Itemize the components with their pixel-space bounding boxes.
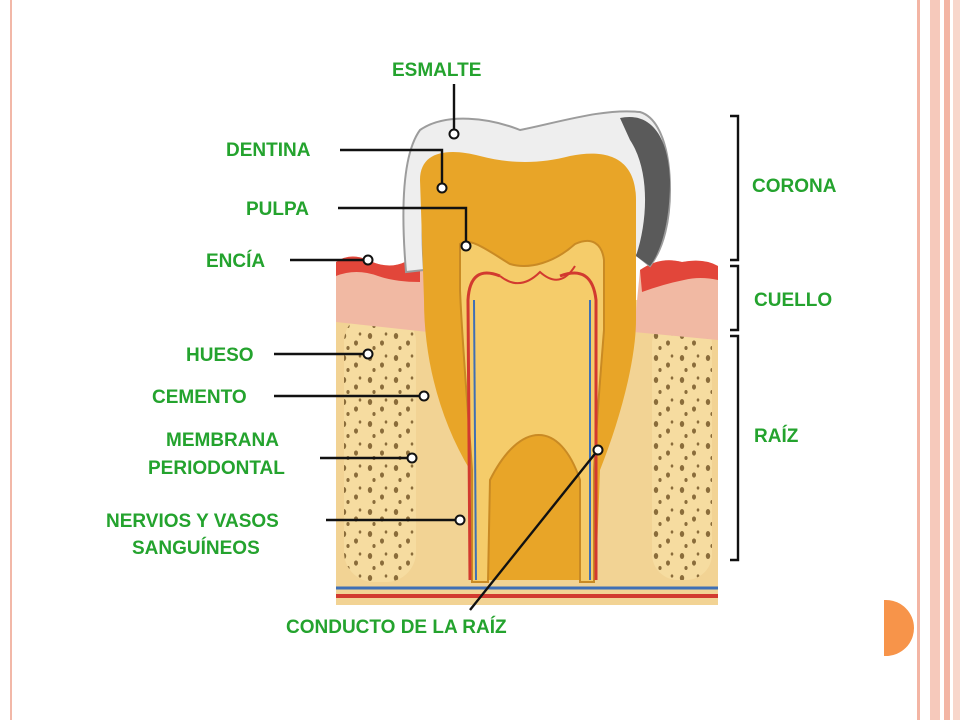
gum xyxy=(336,256,718,340)
label-membrana-line1: MEMBRANA xyxy=(166,430,279,451)
label-nervios-line2: SANGUÍNEOS xyxy=(132,537,260,559)
leader-dots xyxy=(362,128,604,526)
region-brackets xyxy=(730,114,740,562)
nerves-and-vessels xyxy=(336,265,718,598)
label-cuello: CUELLO xyxy=(754,290,832,311)
slide-frame-right-stripe xyxy=(944,0,950,720)
label-membrana-line2: PERIODONTAL xyxy=(148,458,285,479)
slide-frame-right-stripe xyxy=(953,0,960,720)
label-cemento: CEMENTO xyxy=(152,387,247,408)
slide-frame-left-line xyxy=(10,0,12,720)
label-nervios-line1: NERVIOS Y VASOS xyxy=(106,511,279,532)
label-pulpa: PULPA xyxy=(246,199,309,220)
leader-lines xyxy=(274,84,599,611)
label-encia: ENCÍA xyxy=(206,250,265,272)
label-raiz: RAÍZ xyxy=(754,425,799,447)
label-hueso: HUESO xyxy=(186,345,254,366)
label-conducto: CONDUCTO DE LA RAÍZ xyxy=(286,616,507,638)
label-esmalte: ESMALTE xyxy=(392,60,481,81)
label-corona: CORONA xyxy=(752,176,837,197)
enamel-shadow xyxy=(620,116,670,266)
slide-frame-right-stripe xyxy=(930,0,940,720)
slide-frame-right-stripe xyxy=(917,0,920,720)
label-dentina: DENTINA xyxy=(226,140,311,161)
